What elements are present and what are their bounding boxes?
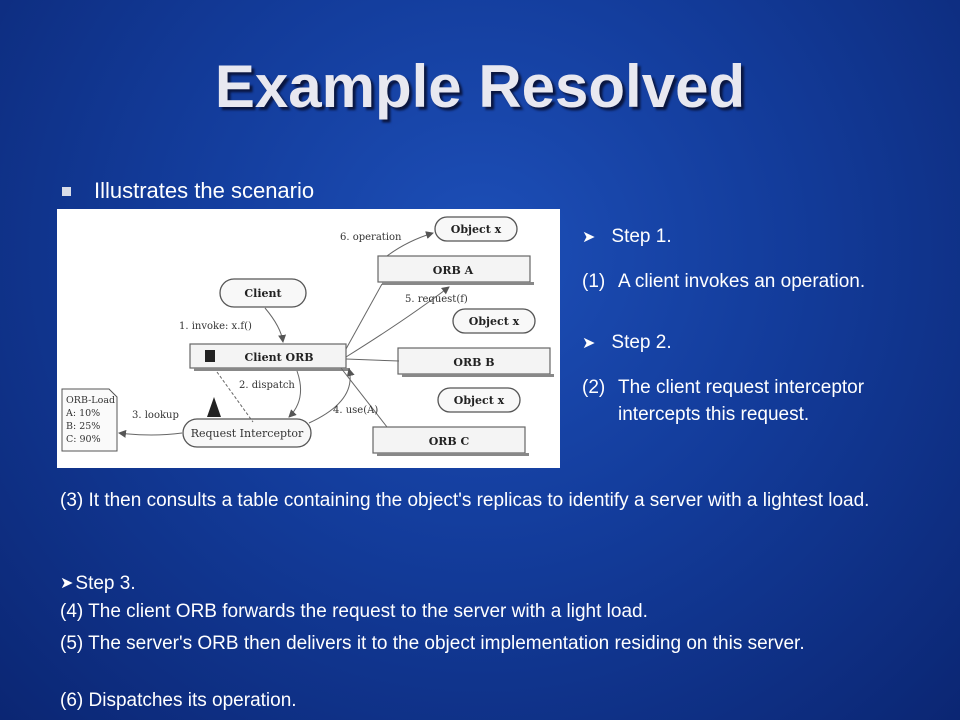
label-operation: 6. operation bbox=[340, 232, 402, 243]
arrowhead-bullet-icon: ➤ bbox=[582, 229, 596, 246]
edge-operation bbox=[386, 231, 434, 257]
orb-load-title: ORB-Load bbox=[66, 395, 115, 406]
request-interceptor-node: Request Interceptor bbox=[182, 397, 312, 448]
label-lookup: 3. lookup bbox=[132, 410, 179, 421]
step3-head-text: Step 3. bbox=[75, 573, 136, 594]
link-interceptor bbox=[216, 371, 254, 423]
step1-heading: ➤ Step 1. bbox=[582, 226, 672, 248]
object-x-a-label: Object x bbox=[451, 223, 502, 236]
client-node: Client bbox=[219, 278, 307, 308]
arrowhead-bullet-icon: ➤ bbox=[582, 335, 596, 352]
client-orb-box: Client ORB bbox=[189, 343, 350, 371]
step1-num: (1) bbox=[582, 271, 606, 292]
edge-use bbox=[308, 368, 355, 424]
orb-load-a: A: 10% bbox=[65, 408, 100, 419]
client-orb-label: Client ORB bbox=[244, 351, 313, 364]
step1-text: (1) A client invokes an operation. bbox=[582, 268, 865, 295]
arrowhead-bullet-icon: ➤ bbox=[60, 575, 74, 592]
diagram-svg: ORB A ORB B ORB C Object x Object x Obje… bbox=[61, 216, 554, 456]
bullet-item: Illustrates the scenario bbox=[62, 178, 314, 204]
client-label: Client bbox=[244, 287, 282, 300]
edge-dispatch bbox=[288, 370, 302, 418]
orb-a-label: ORB A bbox=[433, 264, 474, 277]
object-x-a: Object x bbox=[434, 216, 518, 242]
label-invoke: 1. invoke: x.f() bbox=[179, 321, 252, 332]
link-orb-b bbox=[345, 358, 400, 362]
object-x-c-label: Object x bbox=[454, 394, 505, 407]
step-line6: (6) Dispatches its operation. bbox=[60, 690, 297, 711]
step-para3: (3) It then consults a table containing … bbox=[60, 490, 870, 511]
object-x-b-label: Object x bbox=[469, 315, 520, 328]
label-use: 4. use(A) bbox=[333, 405, 378, 416]
step2-body-line2: intercepts this request. bbox=[618, 404, 810, 425]
step3-heading: ➤ Step 3. bbox=[60, 571, 880, 597]
orb-b-label: ORB B bbox=[453, 356, 494, 369]
step2-head-text: Step 2. bbox=[611, 332, 672, 353]
step-line5: (5) The server's ORB then delivers it to… bbox=[60, 633, 805, 654]
orb-b-box: ORB B bbox=[397, 347, 554, 377]
bullet-text: Illustrates the scenario bbox=[94, 178, 315, 203]
label-dispatch: 2. dispatch bbox=[239, 380, 295, 391]
step2-num: (2) bbox=[582, 377, 606, 398]
object-x-c: Object x bbox=[437, 387, 521, 413]
step1-body: A client invokes an operation. bbox=[618, 271, 866, 292]
link-orb-a bbox=[345, 283, 383, 350]
request-interceptor-label: Request Interceptor bbox=[191, 427, 304, 440]
interceptor-hook-icon bbox=[205, 350, 215, 362]
step2-body-line1: The client request interceptor bbox=[618, 377, 865, 398]
label-request: 5. request(f) bbox=[405, 294, 468, 305]
orb-a-box: ORB A bbox=[377, 255, 534, 285]
step2-text: (2) The client request interceptor interc… bbox=[582, 374, 864, 428]
triangle-marker-icon bbox=[207, 397, 221, 417]
edge-request bbox=[345, 286, 450, 358]
object-x-b: Object x bbox=[452, 308, 536, 334]
orb-load-table: ORB-Load A: 10% B: 25% C: 90% bbox=[61, 388, 118, 452]
orb-load-b: B: 25% bbox=[66, 421, 100, 432]
edge-lookup bbox=[118, 429, 183, 438]
step-line4: (4) The client ORB forwards the request … bbox=[60, 601, 648, 622]
link-orb-c bbox=[340, 367, 388, 428]
orb-diagram: ORB A ORB B ORB C Object x Object x Obje… bbox=[57, 209, 560, 468]
diagram-edges bbox=[118, 231, 450, 438]
orb-c-box: ORB C bbox=[372, 426, 529, 456]
square-bullet-icon bbox=[62, 186, 71, 196]
slide-title: Example Resolved bbox=[214, 53, 746, 120]
step2-heading: ➤ Step 2. bbox=[582, 332, 672, 354]
step1-head-text: Step 1. bbox=[611, 226, 672, 247]
orb-load-c: C: 90% bbox=[66, 434, 101, 445]
edge-invoke bbox=[264, 307, 287, 343]
orb-c-label: ORB C bbox=[429, 435, 470, 448]
